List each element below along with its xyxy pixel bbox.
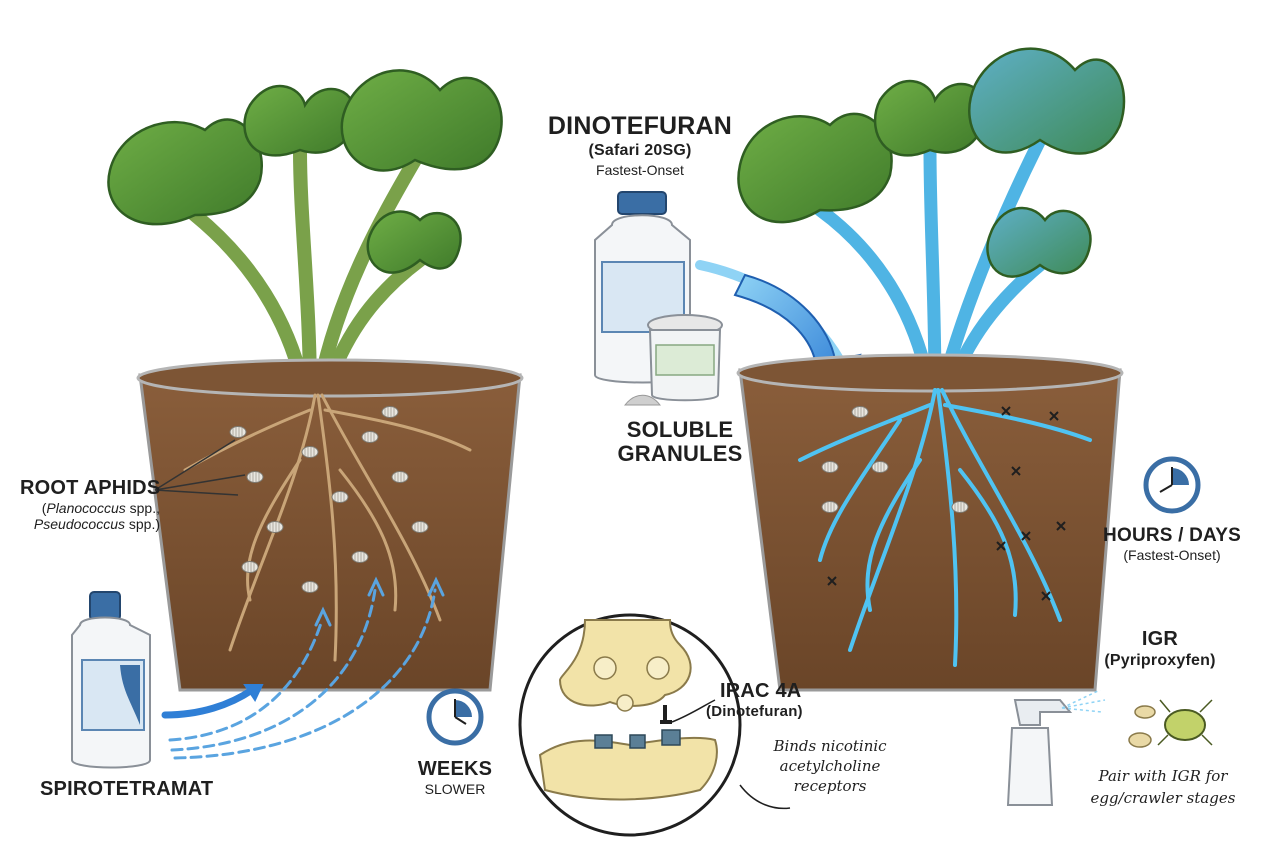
pair-line-1: Pair with IGR for	[1098, 767, 1228, 785]
igr-label: IGR	[1141, 628, 1179, 650]
systemic-roots	[798, 388, 1092, 667]
left-plant	[107, 69, 524, 760]
left-pot	[136, 358, 524, 692]
hours-clock-icon	[1143, 456, 1201, 514]
right-pot	[736, 353, 1124, 692]
species-1-suffix: spp.,	[125, 500, 160, 516]
species-2-suffix: spp.)	[124, 515, 160, 532]
spirotetramat-label: SPIROTETRAMAT	[40, 778, 214, 800]
hours-days-label: HOURS / DAYS	[1103, 525, 1241, 546]
spirotetramat-bottle-icon	[71, 591, 151, 769]
irac-label: IRAC 4A	[720, 680, 802, 702]
binds-line-3: receptors	[793, 777, 867, 795]
igr-sub-label: (Pyriproxyfen)	[1104, 652, 1216, 669]
weeks-label: WEEKS	[417, 758, 493, 780]
right-plant	[736, 47, 1126, 692]
dinotefuran-title: DINOTEFURAN	[547, 112, 733, 140]
soluble-granules-line1: SOLUBLE	[626, 417, 734, 442]
left-leaves	[107, 69, 503, 274]
left-roots	[183, 393, 472, 662]
granule-jar-icon	[623, 314, 723, 406]
species-2-genus: Pseudococcus	[33, 515, 125, 532]
spray-bottle-icon	[1006, 689, 1106, 806]
species-1-genus: Planococcus	[46, 500, 126, 516]
aphid-icon	[1128, 699, 1213, 748]
dinotefuran-brand: (Safari 20SG)	[588, 142, 692, 159]
irac-sub-label: (Dinotefuran)	[706, 703, 803, 720]
binds-line-2: acetylcholine	[779, 757, 881, 775]
binds-line-1: Binds nicotinic	[773, 737, 887, 755]
soluble-granules-line2: GRANULES	[617, 441, 743, 466]
root-aphids-species: (Planococcus spp., Pseudococcus spp.)	[10, 500, 160, 532]
slower-label: SLOWER	[424, 781, 486, 797]
pair-line-2: egg/crawler stages	[1090, 789, 1236, 807]
dinotefuran-onset: Fastest-Onset	[596, 162, 684, 178]
weeks-clock-icon	[426, 688, 484, 746]
pointer-lines	[154, 439, 246, 496]
synapse-inset	[518, 613, 791, 837]
hours-days-onset: (Fastest-Onset)	[1123, 547, 1221, 563]
species-open-paren: (	[41, 500, 47, 516]
root-aphids-label: ROOT APHIDS	[20, 477, 161, 499]
slow-uptake-arrows	[161, 576, 445, 760]
right-leaves	[737, 47, 1126, 278]
